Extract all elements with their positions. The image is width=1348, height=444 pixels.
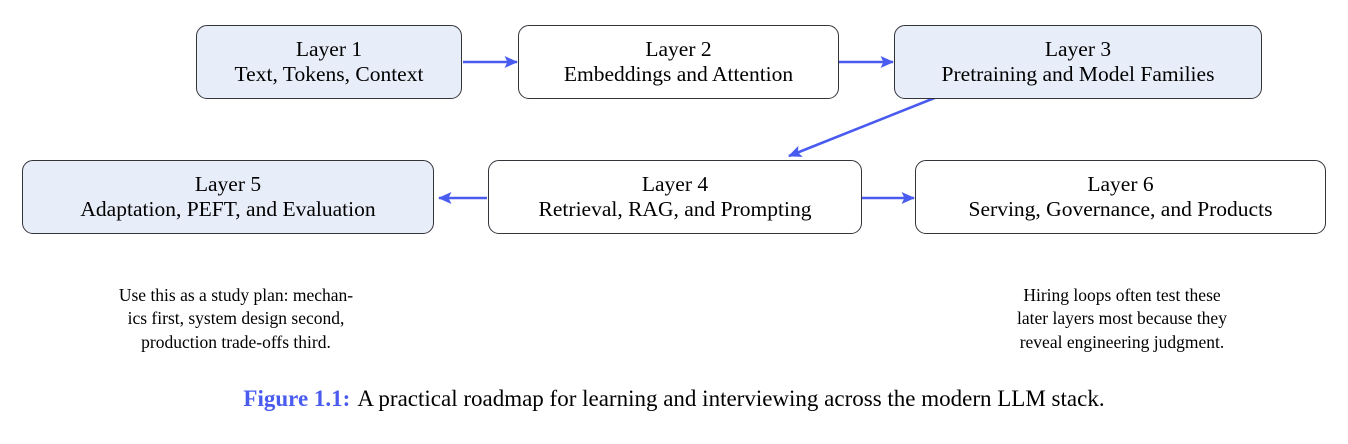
node-layer-2[interactable]: Layer 2 Embeddings and Attention (518, 25, 839, 99)
figure-caption-label: Figure 1.1: (243, 386, 351, 411)
node-layer-1-subtitle: Text, Tokens, Context (234, 62, 424, 86)
note-left: Use this as a study plan: mechan- ics fi… (56, 284, 416, 354)
note-left-line-1: Use this as a study plan: mechan- (118, 285, 354, 305)
node-layer-1[interactable]: Layer 1 Text, Tokens, Context (196, 25, 462, 99)
node-layer-1-title: Layer 1 (295, 36, 363, 61)
note-right-line-2: later layers most because they (1017, 308, 1227, 329)
node-layer-5-title: Layer 5 (194, 171, 262, 196)
node-layer-6-title: Layer 6 (1087, 171, 1154, 196)
node-layer-2-title: Layer 2 (645, 36, 712, 61)
note-right-line-1: Hiring loops often test these (1023, 285, 1221, 305)
note-left-line-2: ics first, system design second, (127, 308, 345, 329)
node-layer-6-subtitle: Serving, Governance, and Products (968, 197, 1273, 221)
note-right-line-3: reveal engineering judgment. (1019, 331, 1225, 352)
note-left-line-3: production trade-offs third. (141, 331, 331, 352)
node-layer-2-subtitle: Embeddings and Attention (563, 62, 794, 86)
node-layer-4[interactable]: Layer 4 Retrieval, RAG, and Prompting (488, 160, 862, 234)
node-layer-5-subtitle: Adaptation, PEFT, and Evaluation (80, 197, 376, 221)
node-layer-4-title: Layer 4 (641, 171, 709, 196)
node-layer-5[interactable]: Layer 5 Adaptation, PEFT, and Evaluation (22, 160, 434, 234)
node-layer-3-title: Layer 3 (1044, 36, 1112, 61)
note-right: Hiring loops often test these later laye… (962, 284, 1282, 354)
node-layer-3[interactable]: Layer 3 Pretraining and Model Families (894, 25, 1262, 99)
node-layer-3-subtitle: Pretraining and Model Families (941, 62, 1215, 86)
figure-caption-text: A practical roadmap for learning and int… (357, 386, 1105, 411)
node-layer-4-subtitle: Retrieval, RAG, and Prompting (538, 197, 812, 221)
arrow-layer3-to-layer4 (787, 95, 938, 158)
figure-caption: Figure 1.1:A practical roadmap for learn… (0, 386, 1348, 412)
node-layer-6[interactable]: Layer 6 Serving, Governance, and Product… (915, 160, 1326, 234)
